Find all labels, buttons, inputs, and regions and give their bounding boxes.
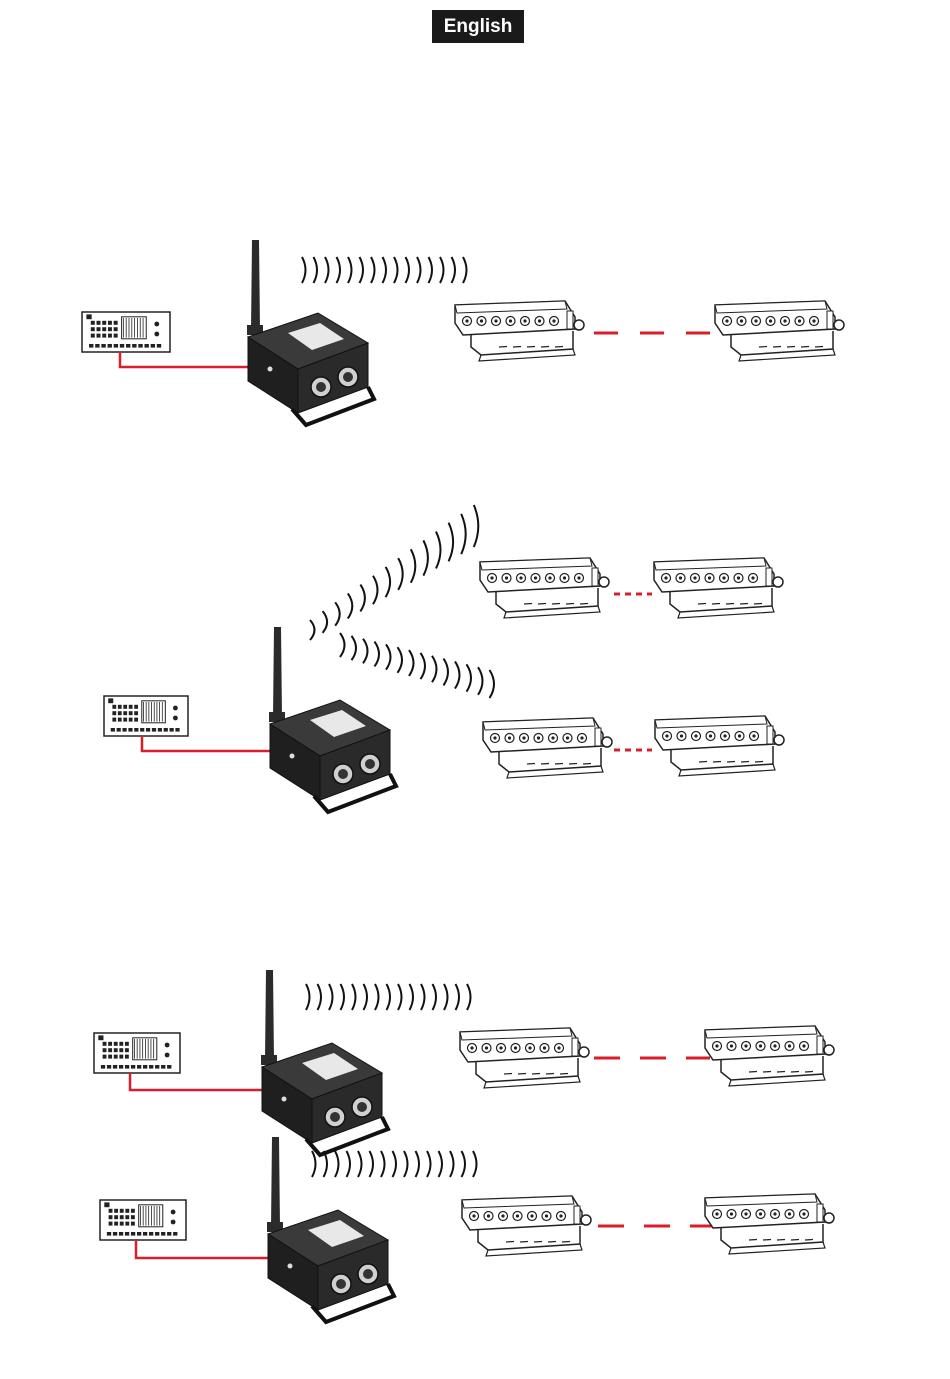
wireless-transmitter-icon <box>247 240 374 425</box>
radio-wave-icon <box>310 505 478 640</box>
led-bar-fixture-icon <box>705 1026 834 1086</box>
radio-wave-icon <box>306 984 471 1010</box>
dmx-controller-icon <box>82 312 170 352</box>
wireless-transmitter-icon <box>267 1137 394 1322</box>
led-bar-fixture-icon <box>705 1194 834 1254</box>
dmx-controller-icon <box>94 1033 180 1073</box>
led-bar-fixture-icon <box>455 301 584 361</box>
led-bar-fixture-icon <box>460 1028 589 1088</box>
led-bar-fixture-icon <box>483 718 612 778</box>
wireless-transmitter-icon <box>269 627 396 812</box>
radio-wave-icon <box>312 1151 477 1177</box>
wireless-transmitter-icon <box>261 970 388 1155</box>
radio-wave-icon <box>302 257 467 283</box>
dmx-controller-icon <box>100 1200 186 1240</box>
dmx-controller-icon <box>104 696 188 736</box>
led-bar-fixture-icon <box>654 558 783 618</box>
led-bar-fixture-icon <box>462 1196 591 1256</box>
led-bar-fixture-icon <box>480 558 609 618</box>
led-bar-fixture-icon <box>715 301 844 361</box>
led-bar-fixture-icon <box>655 716 784 776</box>
radio-wave-icon <box>340 633 494 698</box>
